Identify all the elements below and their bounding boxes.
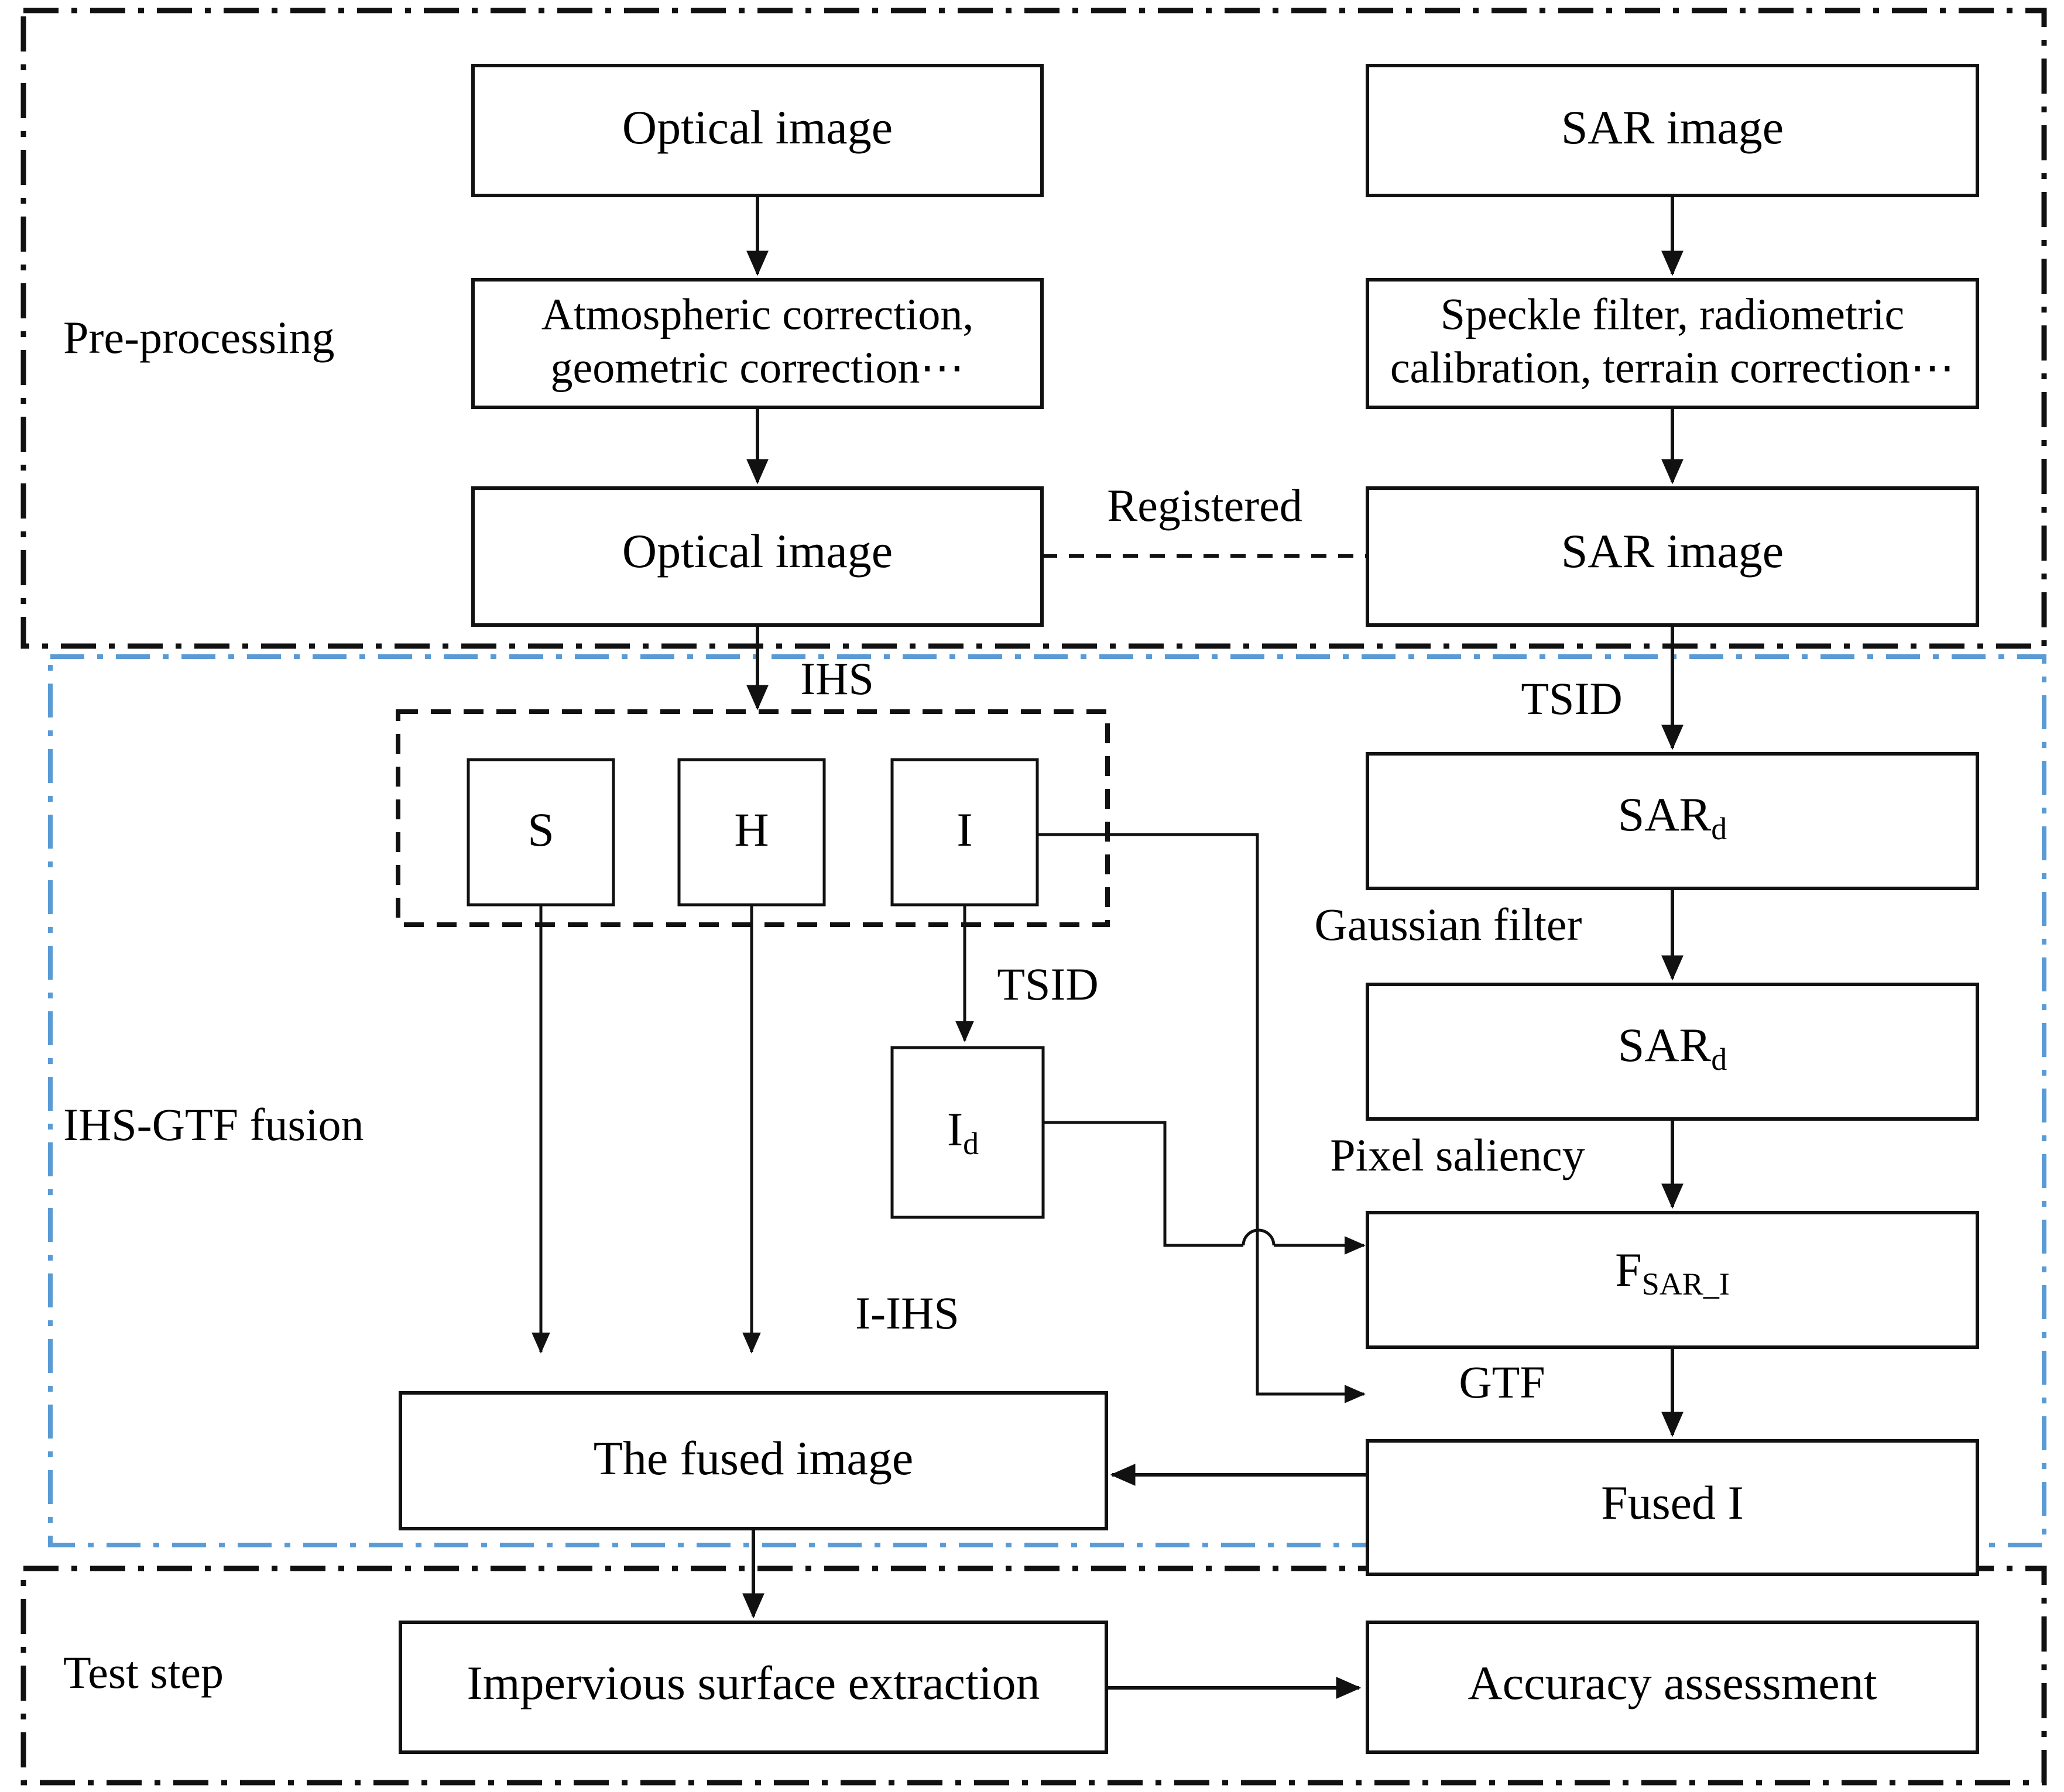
edge-label-gtf: GTF <box>1459 1357 1545 1407</box>
node-sar-preprocess-line1: Speckle filter, radiometric <box>1441 290 1905 339</box>
edge-id-to-fsari-hop <box>1242 1228 1276 1246</box>
node-optical-image-raw[interactable] <box>471 64 1044 197</box>
node-sar-d-2-label: SARd <box>1618 1018 1727 1077</box>
section-border-ihs-gtf-fusion <box>48 654 2046 1547</box>
node-accuracy-assessment-label: Accuracy assessment <box>1468 1656 1877 1709</box>
edge-label-tsid-right: TSID <box>1521 673 1622 724</box>
section-label-ihs-gtf-fusion: IHS-GTF fusion <box>63 1099 364 1150</box>
edge-label-gaussian-filter: Gaussian filter <box>1314 899 1582 950</box>
edge-id-to-fsari-seg1 <box>1043 1121 1243 1247</box>
node-sar-d-2[interactable] <box>1366 983 1979 1121</box>
node-component-i[interactable] <box>890 758 1039 907</box>
node-sar-preprocess[interactable] <box>1366 278 1979 409</box>
section-label-pre-processing: Pre-processing <box>63 312 335 363</box>
node-fused-i[interactable] <box>1366 1439 1979 1576</box>
node-the-fused-image-label: The fused image <box>594 1431 913 1485</box>
node-sar-image-raw-label: SAR image <box>1561 101 1784 154</box>
node-sar-d-1[interactable] <box>1366 752 1979 890</box>
node-optical-preprocess-line1: Atmospheric correction, <box>541 290 974 339</box>
node-impervious-surface-extraction[interactable] <box>399 1621 1108 1754</box>
node-accuracy-assessment[interactable] <box>1366 1621 1979 1754</box>
node-component-s-label: S <box>527 803 554 856</box>
edge-label-i-ihs: I-IHS <box>855 1288 959 1338</box>
node-sar-preprocess-line2: calibration, terrain correction⋯ <box>1390 343 1955 392</box>
node-i-d-label: Id <box>947 1103 979 1162</box>
section-border-test-step <box>20 1566 2047 1786</box>
node-i-d[interactable] <box>890 1046 1045 1219</box>
edge-label-tsid-left: TSID <box>997 959 1098 1010</box>
node-f-sar-i-label: FSAR_I <box>1615 1243 1730 1302</box>
edge-i-to-fused-i <box>1037 833 1366 1403</box>
node-optical-preprocess-line2: geometric correction⋯ <box>551 343 965 392</box>
node-component-h-label: H <box>734 803 769 856</box>
node-optical-preprocess[interactable] <box>471 278 1044 409</box>
node-sar-image-registered[interactable] <box>1366 486 1979 627</box>
section-label-test-step: Test step <box>63 1647 224 1698</box>
edge-label-ihs: IHS <box>800 653 874 704</box>
node-f-sar-i[interactable] <box>1366 1211 1979 1349</box>
node-impervious-surface-extraction-label: Impervious surface extraction <box>467 1656 1040 1709</box>
node-optical-image-raw-label: Optical image <box>622 101 893 154</box>
node-component-s[interactable] <box>467 758 615 907</box>
node-sar-image-registered-label: SAR image <box>1561 524 1784 578</box>
node-fused-i-label: Fused I <box>1601 1476 1744 1529</box>
edge-label-registered: Registered <box>1107 480 1302 531</box>
node-the-fused-image[interactable] <box>399 1391 1108 1530</box>
section-border-pre-processing <box>20 8 2047 649</box>
edge-label-pixel-saliency: Pixel saliency <box>1330 1130 1585 1180</box>
node-sar-d-1-label: SARd <box>1618 788 1727 847</box>
group-box-ihs-components <box>396 709 1110 927</box>
node-optical-image-registered-label: Optical image <box>622 524 893 578</box>
node-component-i-label: I <box>956 803 972 856</box>
